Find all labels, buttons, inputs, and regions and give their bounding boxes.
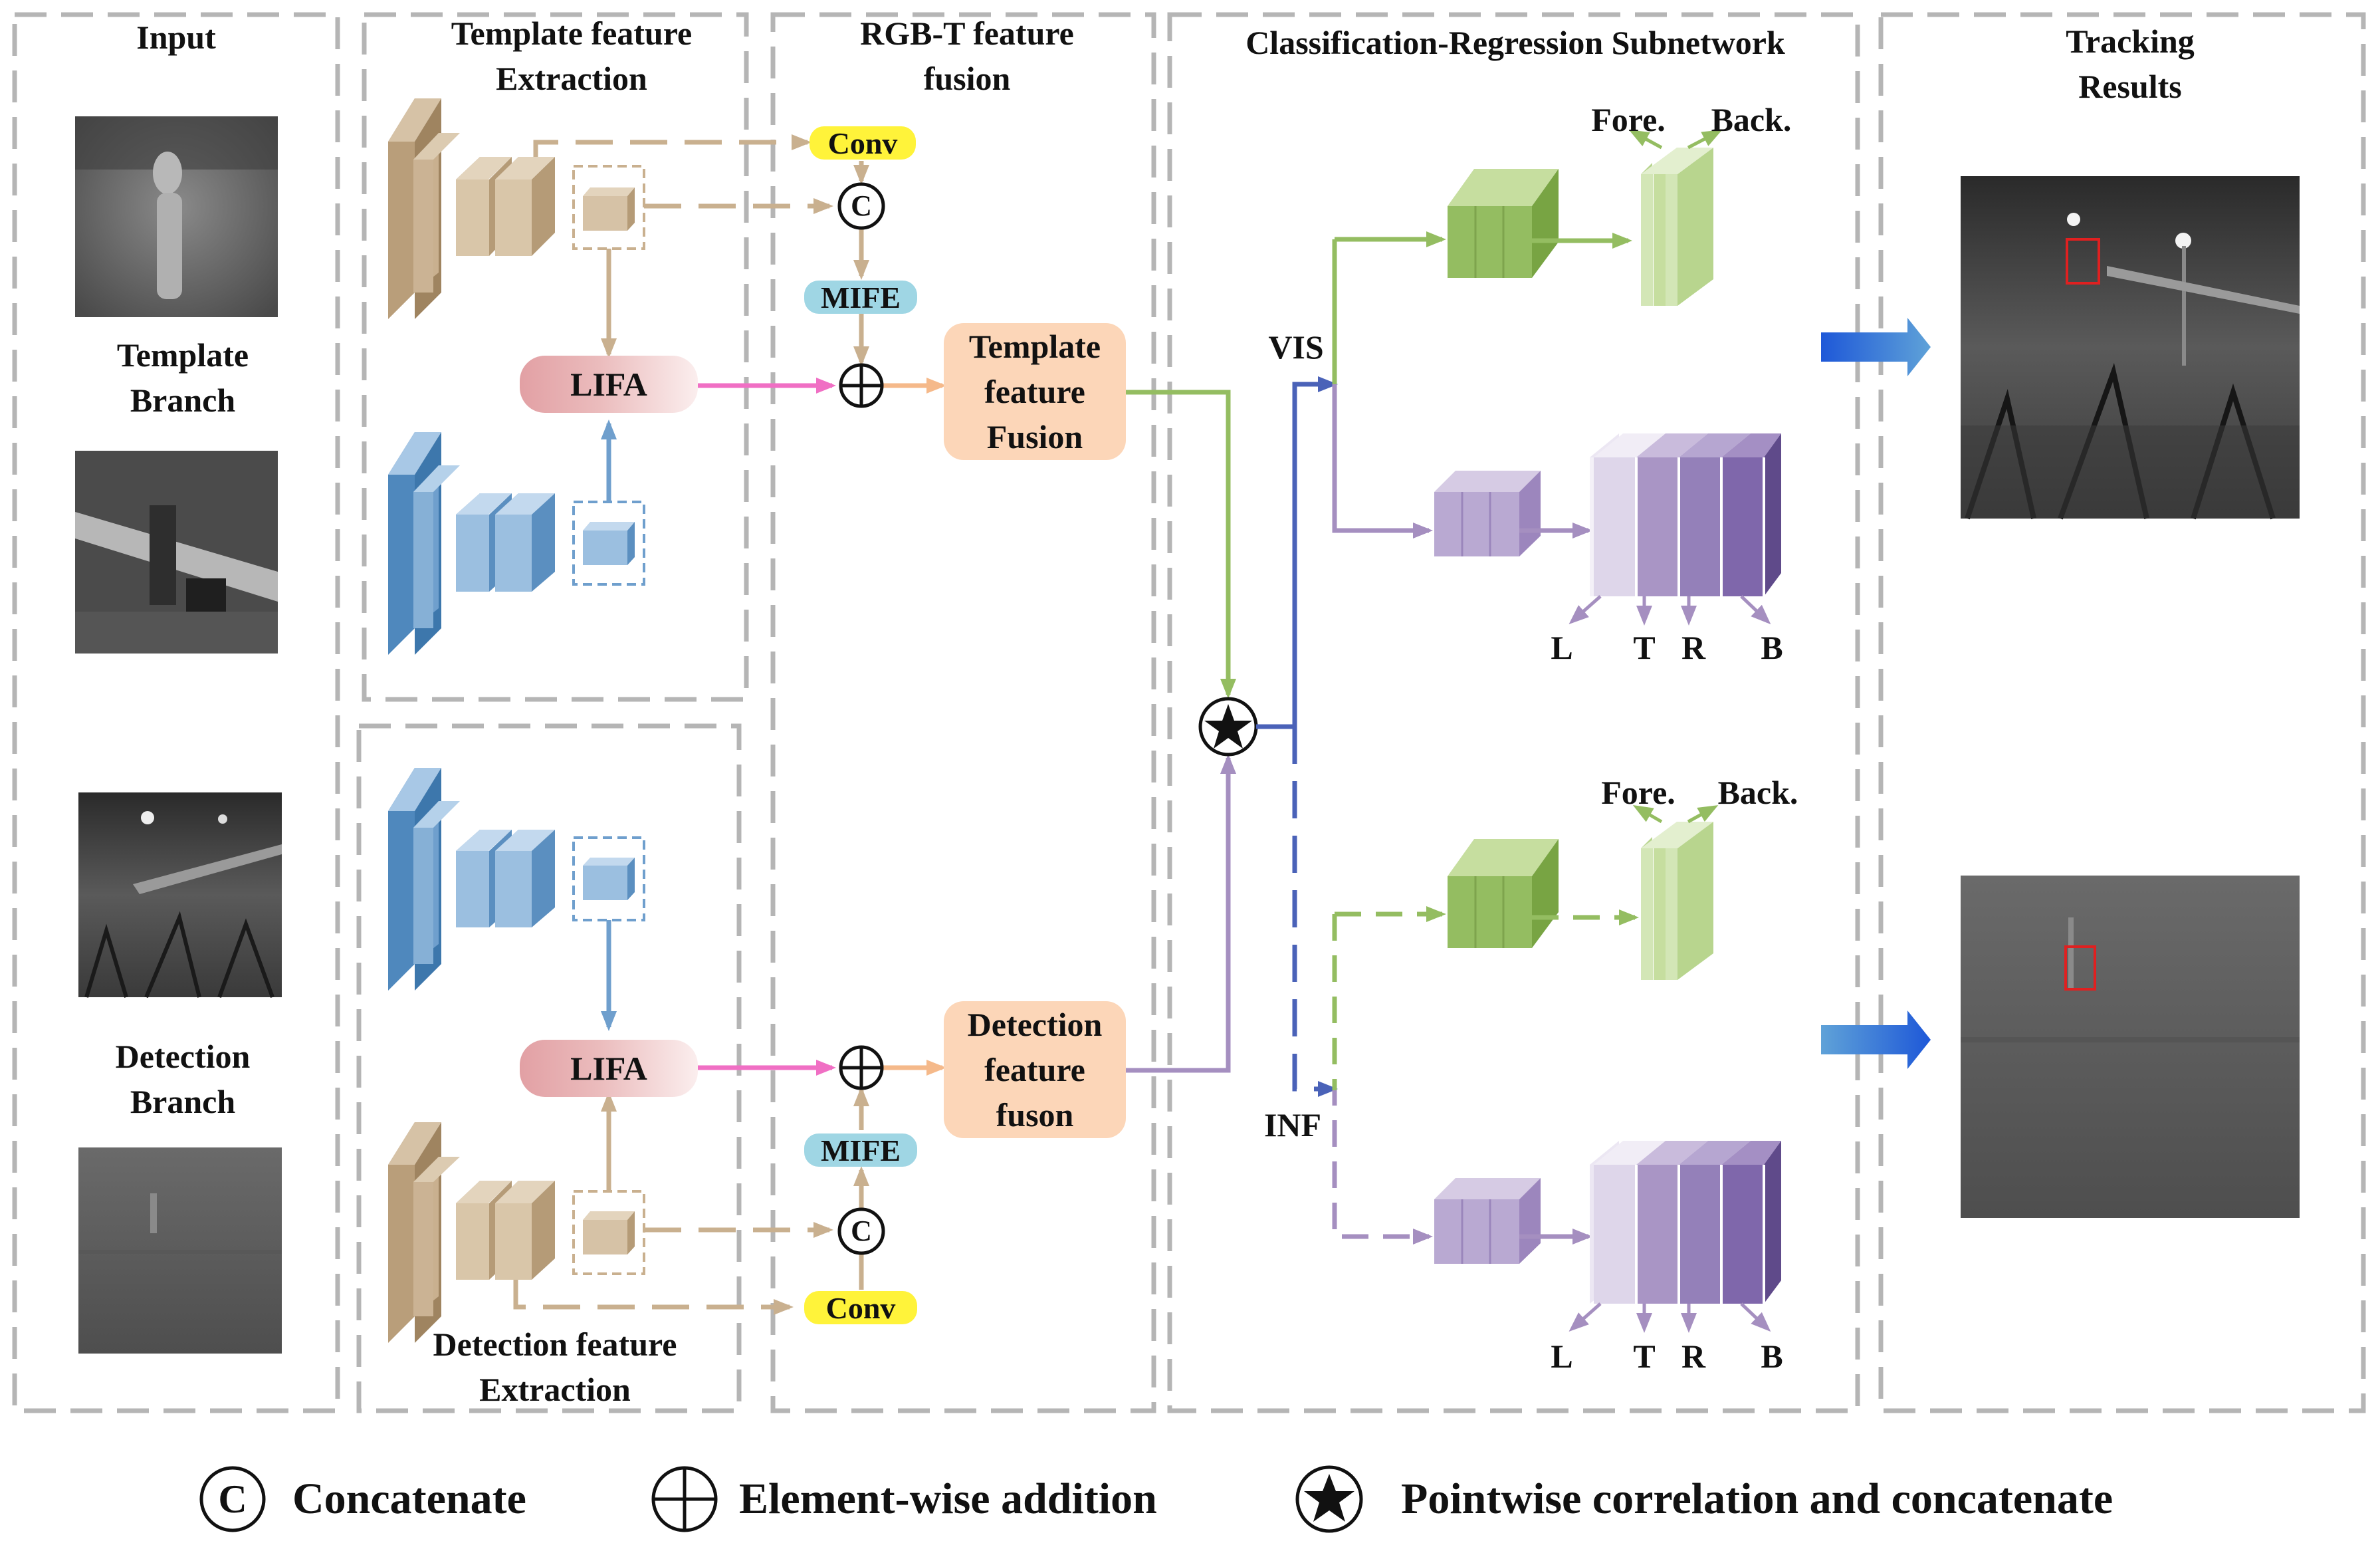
input-detection-rgb-image xyxy=(78,792,282,999)
frame-cls-reg xyxy=(1167,12,1860,1413)
correlation-node xyxy=(1198,697,1258,757)
inf-output-arrow xyxy=(1821,1011,1931,1069)
section-input-title: Input xyxy=(136,19,216,56)
vis-label: VIS xyxy=(1268,328,1324,366)
conv-top-module: Conv xyxy=(810,126,916,160)
input-template-rgb-image xyxy=(75,116,278,317)
section-cls-reg-title: Classification-Regression Subnetwork xyxy=(1245,24,1785,61)
inf-tracking-box xyxy=(2064,945,2096,991)
inf-ltrb-arrows xyxy=(1569,1302,1771,1333)
detection-concat-node xyxy=(837,1207,885,1255)
vis-fore-label: Fore. xyxy=(1591,101,1666,138)
template-add-node xyxy=(839,363,884,408)
vis-output-arrow xyxy=(1821,318,1931,376)
input-template-ir-image xyxy=(75,451,278,654)
template-feature-fusion: Template feature Fusion xyxy=(944,323,1126,460)
template-wiring xyxy=(533,134,946,502)
detection-ir-backbone-tan xyxy=(388,1122,555,1343)
inf-cls-cube xyxy=(1448,839,1559,948)
legend-add-text: Element-wise addition xyxy=(739,1475,1157,1523)
inf-reg-label-r: R xyxy=(1681,1338,1706,1375)
legend-corr-text: Pointwise correlation and concatenate xyxy=(1401,1475,2113,1523)
detection-add-node xyxy=(839,1045,884,1090)
template-ir-backbone xyxy=(388,432,555,655)
tracking-inf-image xyxy=(1961,876,2300,1218)
inf-reg-cube xyxy=(1434,1178,1541,1264)
inf-reg-label-l: L xyxy=(1551,1338,1573,1375)
legend-concat-symbol: C xyxy=(218,1477,247,1521)
inf-fore-label: Fore. xyxy=(1601,774,1676,811)
legend-corr-icon xyxy=(1295,1465,1363,1533)
template-concat-node xyxy=(837,182,885,230)
frame-fusion xyxy=(770,12,1156,1413)
fusion-to-correlation xyxy=(1126,390,1236,1073)
vis-reg-label-r: R xyxy=(1681,629,1706,666)
correlation-out-wiring xyxy=(1256,231,1446,1245)
legend-concat-text: Concatenate xyxy=(292,1475,526,1523)
mife-bottom-module: MIFE xyxy=(804,1133,917,1167)
template-rgb-feature-cube xyxy=(572,165,645,250)
inf-fore-back-maps xyxy=(1641,822,1713,980)
inf-fore-back-arrows xyxy=(1632,804,1719,824)
vis-reg-label-l: L xyxy=(1551,629,1573,666)
section-detection-extraction-title: Detection feature Extraction xyxy=(433,1326,677,1408)
detection-wiring xyxy=(513,920,946,1315)
legend-add-icon xyxy=(651,1466,718,1532)
tracking-vis-image xyxy=(1961,176,2300,520)
vis-cls-cube xyxy=(1448,169,1559,278)
template-rgb-backbone xyxy=(388,98,555,319)
input-detection-ir-image xyxy=(78,1147,282,1354)
section-fusion-title: RGB-T feature fusion xyxy=(860,15,1074,97)
inf-label: INF xyxy=(1263,1106,1322,1143)
frame-template-extraction xyxy=(362,12,749,702)
vis-reg-label-b: B xyxy=(1761,629,1783,666)
template-ir-feature-cube xyxy=(572,501,645,586)
vis-fore-back-maps xyxy=(1641,148,1713,306)
legend-concat-icon xyxy=(199,1466,266,1532)
inf-reg-label-t: T xyxy=(1633,1338,1656,1375)
frame-input xyxy=(12,12,340,1413)
vis-reg-label-t: T xyxy=(1633,629,1656,666)
inf-ltrb-maps xyxy=(1590,1141,1781,1304)
mife-top-module: MIFE xyxy=(804,281,917,314)
section-frames xyxy=(12,12,2366,1413)
inf-back-label: Back. xyxy=(1717,774,1798,811)
lifa-top-module: LIFA xyxy=(520,356,698,413)
vis-fore-back-arrows xyxy=(1628,130,1723,150)
detection-feature-fusion: Detection feature fuson xyxy=(944,1001,1126,1138)
detection-blue-feature-cube xyxy=(572,836,645,921)
detection-tan-feature-cube xyxy=(572,1190,645,1275)
section-template-extraction-title: Template feature Extraction xyxy=(451,15,693,97)
detection-concat-label: C xyxy=(851,1215,872,1247)
template-branch-label: Template Branch xyxy=(116,336,249,419)
vis-tracking-box xyxy=(2066,238,2100,285)
template-concat-label: C xyxy=(851,189,872,222)
inf-reg-label-b: B xyxy=(1761,1338,1783,1375)
section-tracking-title: Tracking Results xyxy=(2066,23,2195,105)
detection-branch-label: Detection Branch xyxy=(115,1038,251,1120)
vis-back-label: Back. xyxy=(1711,101,1792,138)
lifa-bottom-module: LIFA xyxy=(520,1040,698,1097)
vis-ltrb-maps xyxy=(1590,433,1781,596)
conv-bottom-module: Conv xyxy=(804,1291,917,1325)
detection-rgb-backbone-blue xyxy=(388,768,555,991)
vis-reg-cube xyxy=(1434,471,1541,556)
vis-ltrb-arrows xyxy=(1569,595,1771,626)
frame-tracking xyxy=(1878,12,2366,1413)
